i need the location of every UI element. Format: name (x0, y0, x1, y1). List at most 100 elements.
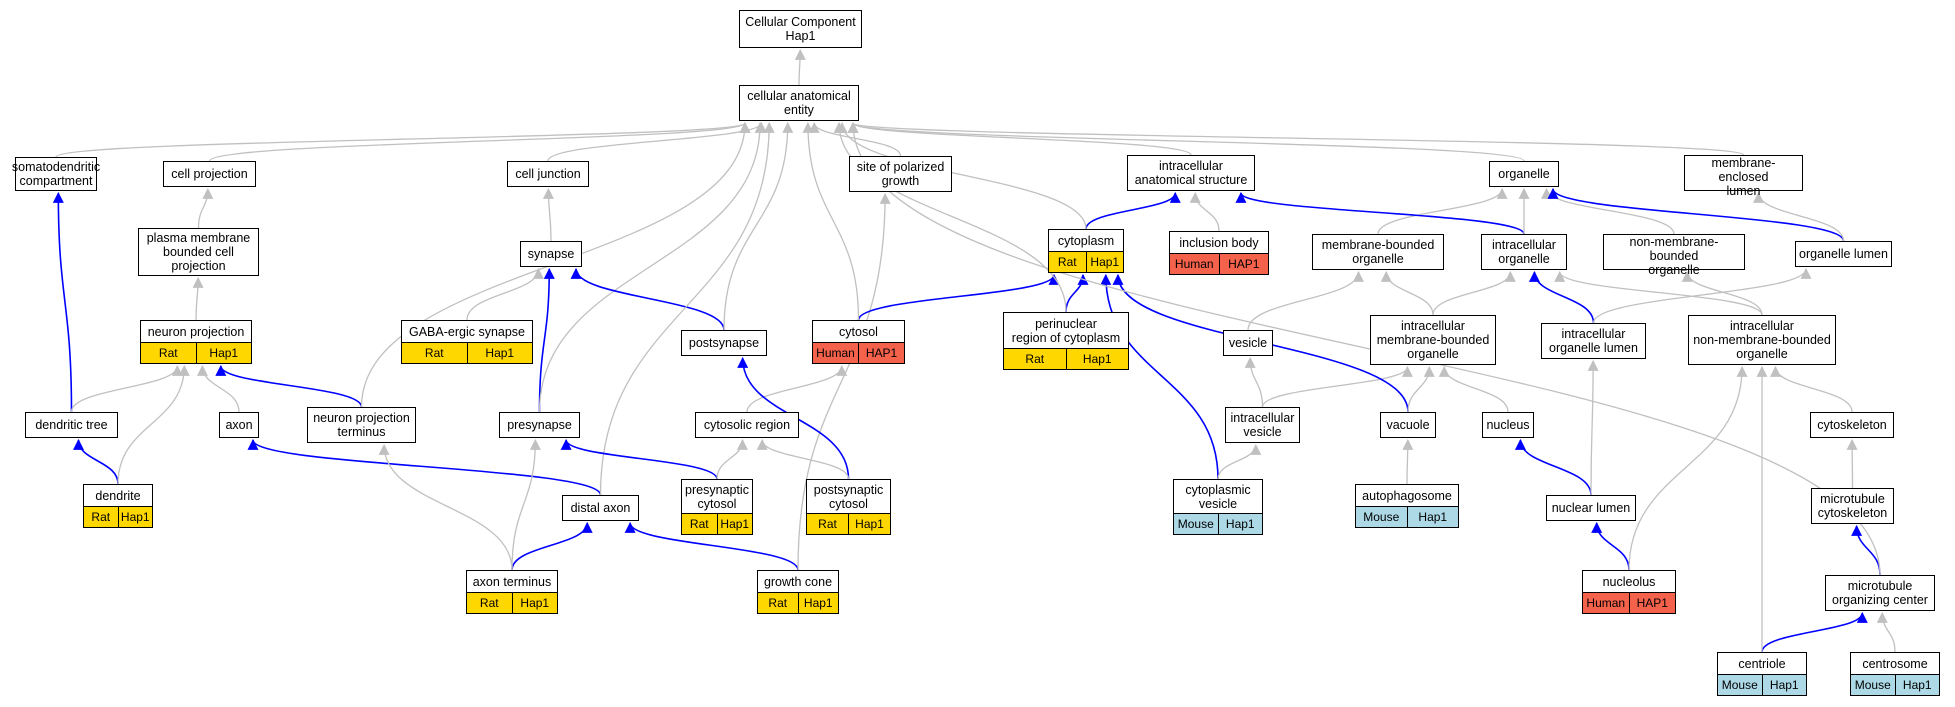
go-term-label: organelle (1498, 167, 1550, 181)
source-tag: Hap1 (797, 593, 838, 613)
part-of-edge-olumen-to-organelle (1547, 187, 1845, 242)
go-term-label: microtubule organizing center (1832, 579, 1928, 607)
go-term-node-ias[interactable]: intracellular anatomical structure (1127, 155, 1255, 191)
go-term-node-root[interactable]: Cellular Component Hap1 (739, 10, 862, 48)
source-tag: Hap1 (1894, 675, 1939, 695)
is-a-edge-auto-to-vac (1402, 438, 1414, 485)
go-term-node-inmbo[interactable]: intracellular non-membrane-bounded organ… (1688, 315, 1836, 365)
source-tag: Hap1 (848, 514, 890, 534)
organism-tag: Mouse (1718, 675, 1762, 695)
is-a-edge-axon-to-np (196, 364, 240, 413)
is-a-edge-cskel-to-inmbo (1770, 365, 1853, 413)
go-term-label: dendritic tree (35, 418, 108, 432)
go-term-label: nucleolus (1602, 574, 1656, 589)
go-term-label: autophagosome (1362, 488, 1452, 503)
go-term-node-mtcs[interactable]: microtubule cytoskeleton (1811, 488, 1894, 524)
go-term-node-iv[interactable]: intracellular vesicle (1225, 407, 1300, 443)
go-term-label: cell junction (515, 167, 581, 181)
go-term-node-cj[interactable]: cell junction (507, 161, 589, 187)
go-term-node-imbo[interactable]: intracellular membrane-bounded organelle (1370, 315, 1496, 365)
go-term-node-cp[interactable]: cell projection (163, 161, 256, 187)
go-term-label: cytoplasm (1057, 233, 1115, 248)
is-a-edge-nuc-to-imbo (1438, 365, 1509, 413)
go-term-node-vac[interactable]: vacuole (1380, 412, 1436, 438)
is-a-edge-cp-to-cae (208, 121, 751, 162)
is-a-edge-iol-to-olumen (1592, 267, 1812, 324)
go-term-node-post[interactable]: postsynapse (681, 330, 767, 356)
organism-tag: Human (1170, 254, 1219, 274)
part-of-edge-den-to-dt (72, 438, 119, 485)
go-term-node-cytreg[interactable]: cytosolic region (695, 412, 799, 438)
go-term-label: postsynaptic cytosol (813, 482, 884, 511)
go-term-label: presynapse (507, 418, 572, 432)
go-term-node-iol[interactable]: intracellular organelle lumen (1541, 323, 1646, 359)
go-term-node-mtoc[interactable]: microtubule organizing center (1825, 575, 1935, 611)
go-term-node-cskel[interactable]: cytoskeleton (1810, 412, 1894, 438)
go-term-node-dt[interactable]: dendritic tree (25, 412, 118, 438)
is-a-edge-cytves-to-iv (1217, 443, 1262, 480)
go-term-node-syn[interactable]: synapse (520, 241, 582, 267)
go-term-node-melumen[interactable]: membrane-enclosed lumen (1684, 155, 1803, 198)
is-a-edge-vesicle-to-mbo (1247, 270, 1364, 331)
go-term-label: Cellular Component Hap1 (745, 15, 856, 43)
go-term-label: synapse (527, 247, 575, 261)
go-term-node-dax[interactable]: distal axon (562, 495, 639, 521)
go-term-node-io[interactable]: intracellular organelle (1481, 234, 1567, 270)
go-term-node-spg[interactable]: site of polarized growth (849, 156, 952, 192)
source-tag: Hap1 (466, 343, 532, 363)
organism-tag: Human (813, 343, 858, 363)
part-of-edge-cytves-to-cytoplasm (1100, 273, 1219, 480)
is-a-edge-cj-to-cae (547, 121, 767, 162)
go-term-node-nmbo[interactable]: non-membrane-bounded organelle (1603, 234, 1745, 277)
go-term-node-pre[interactable]: presynapse (499, 412, 580, 438)
go-term-node-pmbcp[interactable]: plasma membrane bounded cell projection (138, 228, 259, 276)
is-a-edge-iv-to-imbo (1261, 365, 1413, 408)
go-term-node-nlumen[interactable]: nuclear lumen (1546, 495, 1636, 521)
go-term-node-cae[interactable]: cellular anatomical entity (739, 85, 859, 121)
go-term-label: cytoskeleton (1817, 418, 1887, 432)
go-term-label: perinuclear region of cytoplasm (1011, 316, 1121, 345)
go-term-node-vesicle[interactable]: vesicle (1223, 330, 1273, 356)
go-term-label: centrosome (1862, 656, 1928, 671)
go-term-node-axon[interactable]: axon (219, 412, 259, 438)
organism-tag: Rat (84, 507, 118, 527)
go-term-label: vacuole (1386, 418, 1430, 432)
is-a-edge-ias-to-cae (847, 121, 1192, 156)
go-term-node-npt[interactable]: neuron projection terminus (307, 407, 416, 443)
source-tag: Hap1 (1761, 675, 1806, 695)
go-term-node-olumen[interactable]: organelle lumen (1795, 241, 1892, 267)
is-a-edge-cytosol-to-cae (802, 121, 860, 321)
go-term-node-organelle[interactable]: organelle (1489, 161, 1559, 187)
is-a-edge-den-to-np (117, 364, 190, 485)
go-term-label: postsynapse (688, 336, 760, 350)
is-a-edge-pmbcp-to-cp (197, 187, 214, 229)
go-term-node-sdc[interactable]: somatodendritic compartment (12, 157, 100, 191)
is-a-edge-dax-to-cae (599, 121, 775, 496)
go-term-node-mbo[interactable]: membrane-bounded organelle (1312, 234, 1444, 270)
is-a-edge-vac-to-imbo (1407, 365, 1435, 413)
source-tag: Hap1 (511, 593, 557, 613)
go-term-node-nuc[interactable]: nucleus (1482, 412, 1534, 438)
